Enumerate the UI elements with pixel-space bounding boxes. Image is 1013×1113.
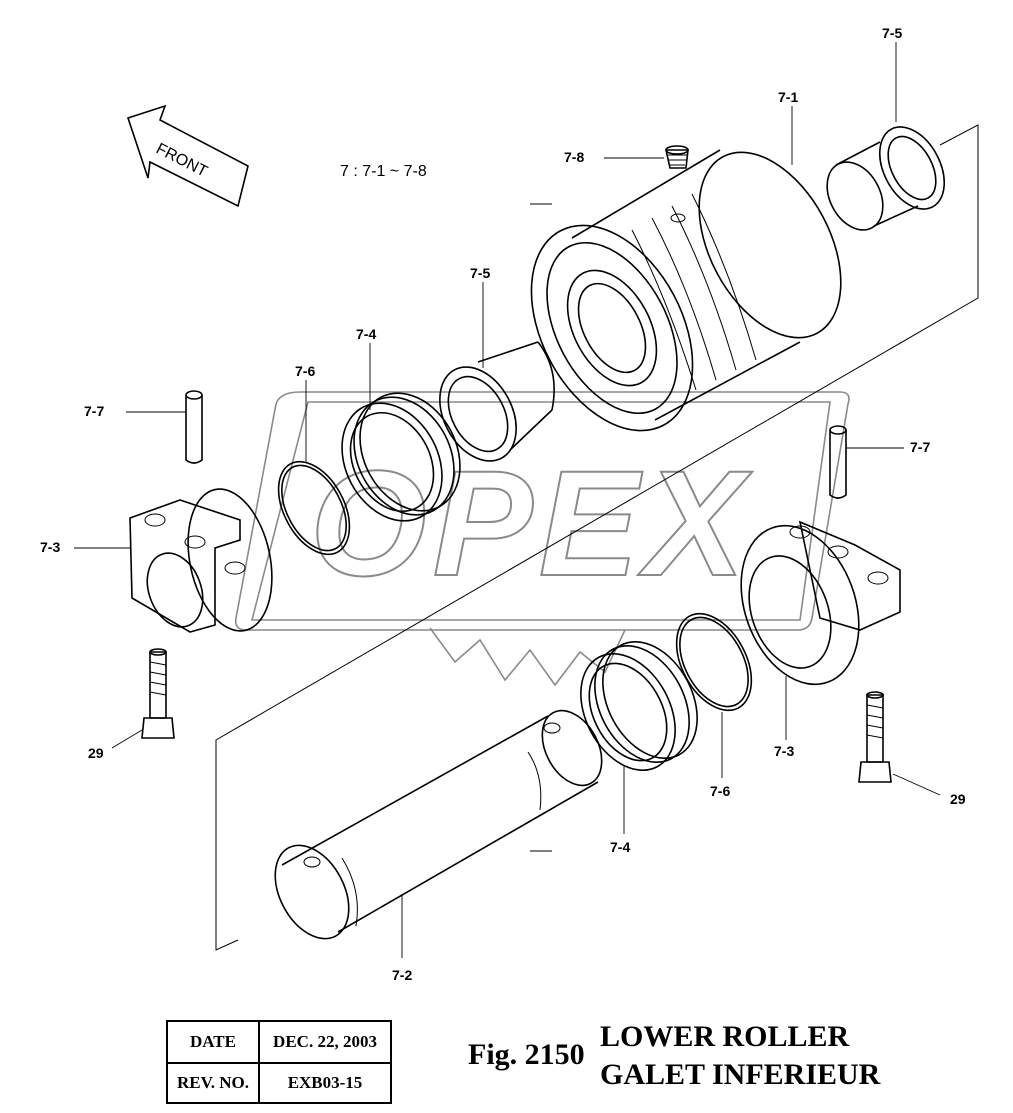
label-29-left: 29 [88, 745, 104, 761]
floating-seal-bottom [580, 641, 698, 771]
label-29-right: 29 [950, 791, 966, 807]
bolt-left [141, 648, 175, 739]
front-arrow-text: FRONT [153, 140, 210, 180]
o-ring-left [277, 460, 351, 556]
roller-body [530, 149, 842, 432]
label-7-7-right: 7-7 [910, 439, 930, 455]
label-7-1: 7-1 [778, 89, 798, 105]
label-7-6-right: 7-6 [710, 783, 730, 799]
floating-seal-top [341, 392, 461, 522]
figure-title-fr: GALET INFERIEUR [600, 1058, 881, 1091]
label-7-3-left: 7-3 [40, 539, 60, 555]
label-7-3-right: 7-3 [774, 743, 794, 759]
rev-value: EXB03-15 [258, 1062, 392, 1104]
grease-hole [670, 213, 686, 223]
part-labels: 7-5 7-1 7-8 7-5 7-4 7-6 7-7 7-7 7-3 29 7… [40, 25, 966, 983]
label-7-8: 7-8 [564, 149, 584, 165]
label-7-7-left: 7-7 [84, 403, 104, 419]
pin-left [185, 390, 203, 464]
set-note: 7 : 7-1 ~ 7-8 [340, 163, 427, 180]
info-table: DATE DEC. 22, 2003 REV. NO. EXB03-15 [166, 1020, 392, 1104]
date-value: DEC. 22, 2003 [258, 1020, 392, 1064]
figure-number: Fig. 2150 [468, 1038, 585, 1071]
label-7-4-top: 7-4 [356, 326, 376, 342]
figure-title-en: LOWER ROLLER [600, 1020, 850, 1053]
assembly-axis-lines [215, 124, 979, 951]
front-arrow: FRONT [126, 104, 249, 208]
collar-right [740, 520, 901, 686]
leader-lines [74, 42, 941, 958]
label-7-6-left: 7-6 [295, 363, 315, 379]
rev-label: REV. NO. [166, 1062, 260, 1104]
date-label: DATE [166, 1020, 260, 1064]
bolt-right [858, 691, 892, 783]
bushing-mid [439, 341, 555, 462]
pin-right [829, 425, 847, 499]
plug [665, 145, 689, 169]
watermark-text: OPEX [310, 439, 753, 607]
label-7-2: 7-2 [392, 967, 412, 983]
shaft [274, 709, 603, 940]
label-7-4-bottom: 7-4 [610, 839, 630, 855]
label-7-5-top: 7-5 [882, 25, 902, 41]
bushing-top [826, 126, 946, 231]
watermark: OPEX [234, 391, 850, 687]
collar-left [129, 488, 273, 633]
label-7-5-mid: 7-5 [470, 265, 490, 281]
